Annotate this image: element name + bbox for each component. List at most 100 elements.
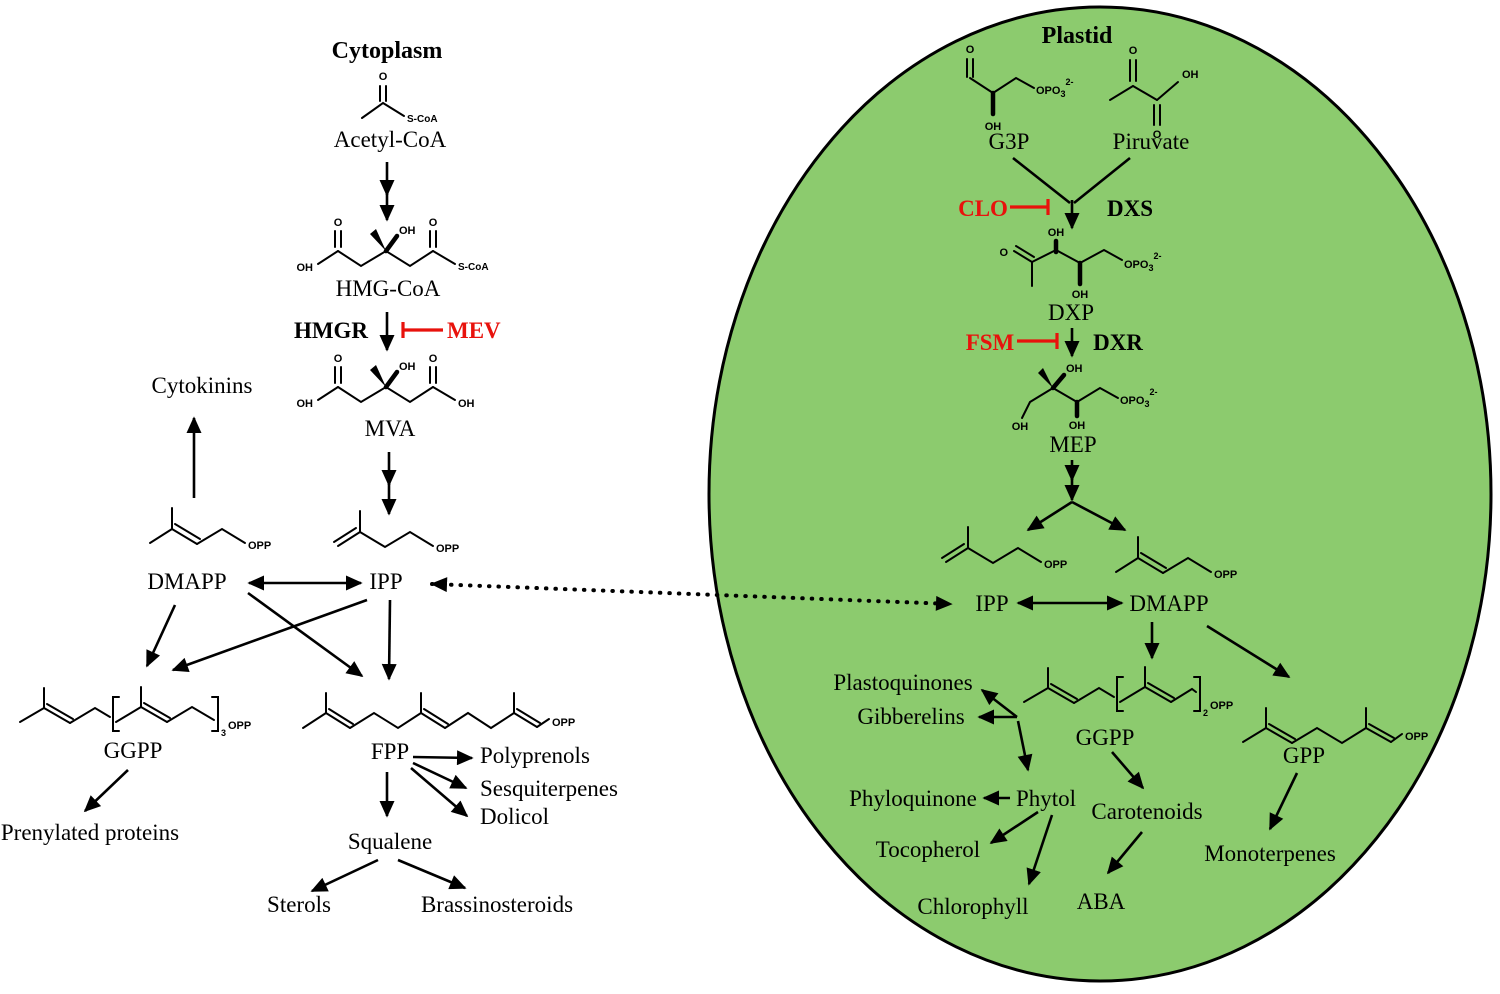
phosphate-group: OPO32- bbox=[1036, 77, 1073, 99]
aba-label: ABA bbox=[1077, 889, 1126, 914]
mva-structure: OH O O OH OH bbox=[297, 353, 475, 410]
arrow-gpp-to-monoterpenes bbox=[1268, 772, 1299, 831]
oh-atom: OH bbox=[399, 225, 416, 237]
s-coa-atom: S-CoA bbox=[458, 262, 489, 273]
arrow-fpp-to-polyprenols bbox=[412, 750, 474, 766]
chlorophyll-label: Chlorophyll bbox=[917, 894, 1028, 919]
dmapp-label-cytoplasm: DMAPP bbox=[147, 569, 226, 594]
hmg-coa-label: HMG-CoA bbox=[336, 276, 441, 301]
oh-atom: OH bbox=[1012, 421, 1029, 433]
plastid-compartment bbox=[707, 5, 1493, 983]
arrow-carotenoids-to-aba bbox=[1106, 831, 1144, 875]
arrow-dmapp-to-gpp bbox=[1206, 624, 1291, 679]
brassinosteroids-label: Brassinosteroids bbox=[421, 892, 573, 917]
dolicol-label: Dolicol bbox=[480, 804, 549, 829]
fpp-label: FPP bbox=[371, 739, 409, 764]
arrow-squalene-to-sterols bbox=[310, 858, 379, 893]
ggpp-structure-cytoplasm: 3 OPP bbox=[19, 686, 251, 738]
cytokinins-label: Cytokinins bbox=[152, 373, 253, 398]
gibberelins-label: Gibberelins bbox=[857, 704, 964, 729]
oh-atom: OH bbox=[458, 398, 475, 410]
hmgr-enzyme-label: HMGR bbox=[294, 318, 368, 343]
arrows-ipp-dmapp-to-ggpp-fpp bbox=[145, 591, 397, 681]
o-atom: O bbox=[1129, 45, 1138, 57]
g3p-label: G3P bbox=[989, 129, 1030, 154]
inhibition-fsm: FSM bbox=[966, 330, 1059, 355]
monoterpenes-label: Monoterpenes bbox=[1204, 841, 1336, 866]
polyprenols-label: Polyprenols bbox=[480, 743, 590, 768]
inhibition-clo: CLO bbox=[958, 196, 1050, 221]
o-atom: O bbox=[999, 247, 1008, 259]
dmapp-structure-cytoplasm: OPP bbox=[149, 507, 271, 552]
oh-atom: OH bbox=[1072, 289, 1089, 301]
hmg-coa-structure: OH O O S-CoA OH bbox=[297, 217, 489, 274]
ggpp-label-cytoplasm: GGPP bbox=[104, 738, 163, 763]
arrow-fpp-to-sesquiterpenes bbox=[412, 761, 468, 790]
phytol-label: Phytol bbox=[1016, 786, 1076, 811]
phosphate-group: OPO32- bbox=[1120, 387, 1157, 409]
dxr-enzyme-label: DXR bbox=[1093, 330, 1143, 355]
ipp-label-plastid: IPP bbox=[975, 591, 1008, 616]
squalene-label: Squalene bbox=[348, 829, 432, 854]
opp-atom: OPP bbox=[1210, 700, 1233, 712]
cytoplasm-title: Cytoplasm bbox=[332, 38, 443, 64]
oh-atom: OH bbox=[1182, 69, 1199, 81]
sesquiterpenes-label: Sesquiterpenes bbox=[480, 776, 618, 801]
g3p-structure: O OH OPO32- bbox=[966, 44, 1074, 133]
opp-atom: OPP bbox=[248, 540, 271, 552]
ipp-structure-cytoplasm: OPP bbox=[333, 510, 459, 555]
carotenoids-label: Carotenoids bbox=[1091, 799, 1202, 824]
ggpp-label-plastid: GGPP bbox=[1076, 725, 1135, 750]
arrow-phytol-to-chlorophyll bbox=[1026, 814, 1054, 886]
arrows-ggpp-hub bbox=[977, 688, 1033, 772]
oh-atom: OH bbox=[1069, 420, 1086, 432]
ggpp-repeat-subscript: 3 bbox=[221, 728, 226, 738]
o-atom: O bbox=[966, 44, 975, 56]
dotted-arrow-ipp-exchange bbox=[430, 577, 953, 611]
mev-inhibitor-label: MEV bbox=[447, 318, 501, 343]
phosphate-group: OPO32- bbox=[1124, 251, 1161, 273]
clo-inhibitor-label: CLO bbox=[958, 196, 1008, 221]
opp-atom: OPP bbox=[552, 717, 575, 729]
arrow-mep-to-ipp-dmapp bbox=[1026, 460, 1127, 532]
oh-atom: OH bbox=[297, 262, 314, 274]
opp-atom: OPP bbox=[436, 543, 459, 555]
mep-structure: OH OH OH OPO32- bbox=[1012, 363, 1158, 433]
sterols-label: Sterols bbox=[267, 892, 331, 917]
opp-atom: OPP bbox=[1214, 569, 1237, 581]
arrow-ggpp-to-prenylated bbox=[83, 769, 129, 813]
mva-label: MVA bbox=[365, 416, 416, 441]
prenylated-proteins-label: Prenylated proteins bbox=[1, 820, 179, 845]
o-atom: O bbox=[379, 71, 388, 83]
oh-atom: OH bbox=[1048, 227, 1065, 239]
dmapp-structure-plastid: OPP bbox=[1115, 536, 1237, 581]
plastoquinones-label: Plastoquinones bbox=[833, 670, 972, 695]
fsm-inhibitor-label: FSM bbox=[966, 330, 1015, 355]
oh-atom: OH bbox=[985, 121, 1002, 133]
ggpp-structure-plastid: 2 OPP bbox=[1023, 666, 1233, 718]
plastid-title: Plastid bbox=[1042, 23, 1113, 49]
arrow-phytol-to-tocopherol bbox=[989, 810, 1039, 845]
ipp-label-cytoplasm: IPP bbox=[369, 569, 402, 594]
arrow-g3p-piruvate-to-dxp bbox=[1012, 156, 1131, 230]
oh-atom: OH bbox=[399, 361, 416, 373]
arrow-fpp-to-dolicol bbox=[410, 767, 469, 818]
ipp-structure-plastid: OPP bbox=[941, 526, 1067, 571]
tocopherol-label: Tocopherol bbox=[876, 837, 980, 862]
phyloquinone-label: Phyloquinone bbox=[849, 786, 977, 811]
dxp-structure: OH O OH OPO32- bbox=[999, 227, 1161, 301]
o-atom: O bbox=[334, 217, 343, 229]
gpp-structure: OPP bbox=[1242, 707, 1428, 745]
piruvate-label: Piruvate bbox=[1113, 129, 1190, 154]
o-atom: O bbox=[334, 353, 343, 365]
oh-atom: OH bbox=[1066, 363, 1083, 375]
acetyl-coa-label: Acetyl-CoA bbox=[334, 127, 447, 152]
fpp-structure: OPP bbox=[302, 692, 575, 730]
mep-label: MEP bbox=[1049, 432, 1096, 457]
ggpp-repeat-subscript: 2 bbox=[1203, 708, 1208, 718]
dxp-label: DXP bbox=[1048, 300, 1094, 325]
acetyl-coa-structure: O S-CoA bbox=[361, 71, 438, 125]
arrow-squalene-to-brassinosteroids bbox=[397, 858, 467, 890]
